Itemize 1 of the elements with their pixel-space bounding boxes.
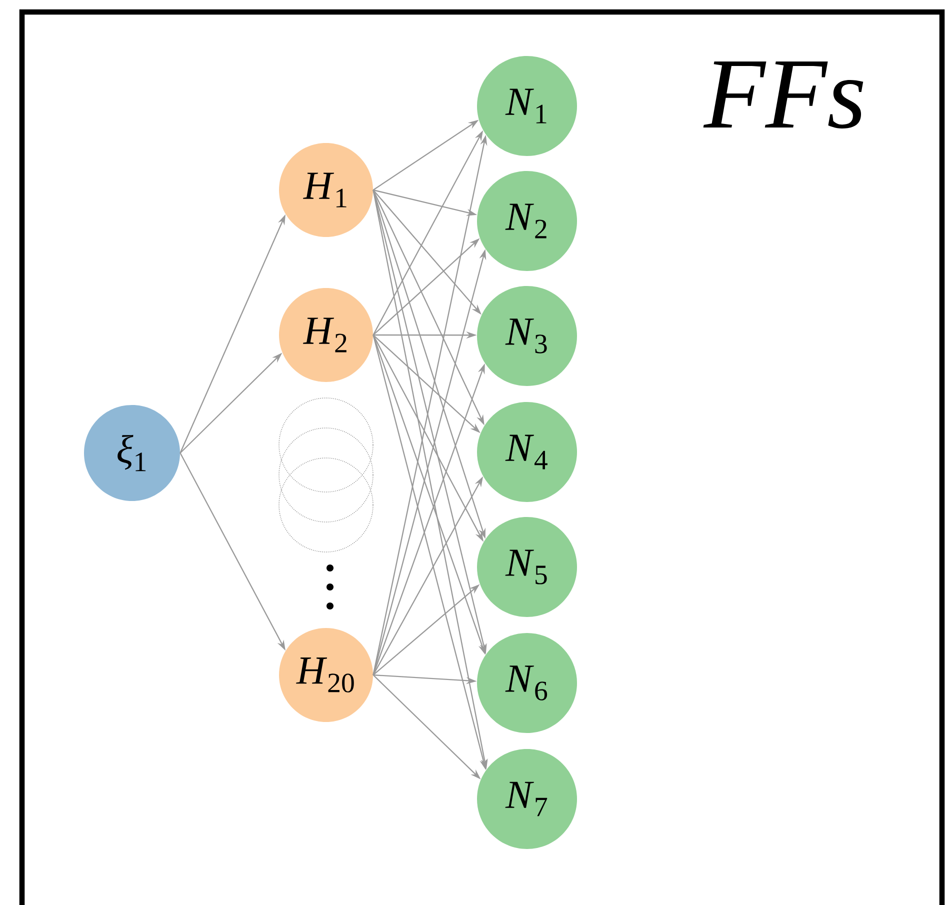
title: FFs <box>703 62 864 128</box>
